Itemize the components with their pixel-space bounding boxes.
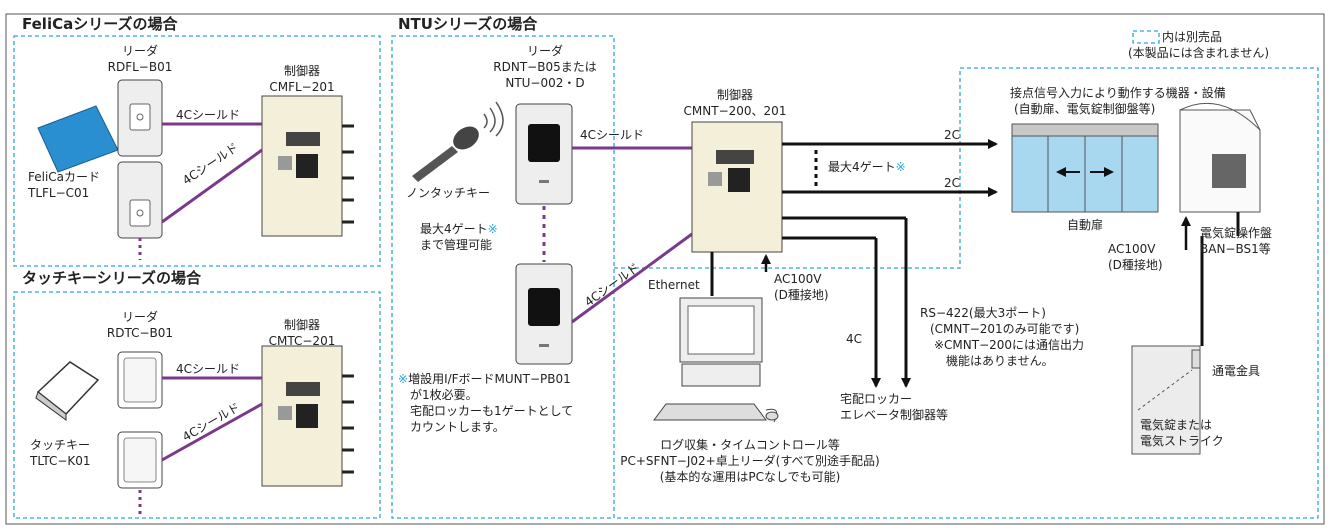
ntu-title: NTUシリーズの場合 [398,15,538,33]
ntu-note-line2: が1枚必要。 [410,388,478,402]
ntu-max-gate-mark: ※ [487,222,498,236]
ntu-note-text1: 増設用I/FボードMUNT−PB01 [408,372,571,386]
felica-cable2 [161,148,263,224]
touchkey-controller-label: 制御器 [283,318,320,332]
rs422-line4: 機能はありません。 [946,354,1054,368]
ntu-controller-label: 制御器 [716,88,753,102]
felica-card-label: FeliCaカード [28,170,101,184]
equipment-title1: 接点信号入力により動作する機器・設備 [1010,86,1226,100]
felica-controller-label: 制御器 [283,64,320,78]
touchkey-controller [261,345,354,487]
touchkey-title: タッチキーシリーズの場合 [22,269,201,287]
ntu-reader-label: リーダ [526,44,563,58]
pc-line1: ログ収集・タイムコントロール等 [660,438,840,452]
legend-text2: (本製品には含まれません) [1128,46,1270,60]
felica-reader-model: RDFL−B01 [107,60,173,74]
electric-lock-icon [1131,345,1201,455]
auto-door-label: 自動扉 [1066,218,1103,232]
felica-card-model: TLFL−C01 [28,186,90,200]
touchkey-key-model: TLTC−K01 [30,454,91,468]
ntu-note-line4: カウントします。 [410,420,505,434]
ntu-controller-model: CMNT−200、201 [683,104,787,118]
equipment-ac-power1: AC100V [1108,242,1156,256]
touchkey-group-box [13,291,381,519]
felica-reader1 [117,79,163,157]
cable-4c-label: 4C [846,332,863,346]
ntu-note-line1: ※増設用I/FボードMUNT−PB01 [398,372,571,386]
ntu-note-mark: ※ [398,372,409,386]
non-touch-key-icon [412,101,504,182]
felica-reader2 [117,161,163,239]
lock-label2: 電気ストライク [1140,434,1224,448]
touchkey-reader-label: リーダ [121,310,158,324]
ntu-cable1-label: 4Cシールド [580,128,645,142]
lock-panel-icon [1179,102,1261,213]
pc-line3: (基本的な運用はPCなしでも可能) [659,470,841,484]
ntu-reader2 [515,263,573,365]
touchkey-reader1 [117,351,163,409]
ntu-reader-model1: RDNT−B05または [493,60,597,74]
felica-card-icon [37,105,119,173]
ntu-reader1 [515,103,573,205]
max-gates-out-text: 最大4ゲート※ [828,160,906,174]
rs422-line1: RS−422(最大3ポート) [920,306,1046,320]
ntu-key-label: ノンタッチキー [406,186,491,200]
ethernet-label: Ethernet [648,278,700,292]
contact-label: 通電金具 [1212,364,1261,378]
ntu-ac-power1: AC100V [774,272,822,286]
touchkey-cable1-label: 4Cシールド [176,362,241,376]
ntu-controller [691,121,783,253]
pc-line2: PC+SFNT−J02+卓上リーダ(すべて別途手配品) [620,454,880,468]
ntu-ac-power2: (D種接地) [774,288,829,302]
touch-key-icon [35,361,100,421]
ntu-max-gate-text: 最大4ゲート※ [420,222,498,236]
ntu-group-box [391,35,615,519]
felica-controller-model: CMFL−201 [269,80,335,94]
max-gates-out-label: 最大4ゲート [828,160,896,174]
ntu-cable2 [571,232,693,324]
outer-frame [5,13,1325,525]
touchkey-controller-model: CMTC−201 [268,334,336,348]
legend-dashed-box [1132,30,1160,44]
lock-label1: 電気錠または [1140,418,1213,432]
ntu-max-gate-line2: まで管理可能 [420,238,493,252]
rs422-line3: ※CMNT−200には通信出力 [934,338,1085,352]
equipment-group-box [614,67,1319,519]
equipment-ac-power2: (D種接地) [1108,258,1163,272]
felica-controller [261,95,354,237]
ntu-reader-model2: NTU−002・D [505,76,585,90]
touchkey-reader2 [117,431,163,489]
felica-reader-label: リーダ [121,44,158,58]
output-2c-label-a: 2C [944,128,961,142]
ntu-max-gate-line1: 最大4ゲート [420,222,488,236]
pc-icon [653,297,779,423]
output-2c-label-b: 2C [944,176,961,190]
panel-label2: BAN−BS1等 [1200,242,1271,256]
ntu-note-line3: 宅配ロッカーも1ゲートとして [410,404,574,418]
equipment-title2: (自動扉、電気錠制御盤等) [1014,102,1156,116]
felica-cable1-label: 4Cシールド [176,108,241,122]
auto-door-icon [1011,123,1159,213]
touchkey-key-label: タッチキー [30,438,91,452]
rs422-line2: (CMNT−201のみ可能です) [930,322,1080,336]
touchkey-cable2 [161,402,263,462]
felica-title: FeliCaシリーズの場合 [22,15,178,33]
touchkey-reader-model: RDTC−B01 [106,326,174,340]
max-gates-out-mark: ※ [895,160,906,174]
locker-line2: エレベータ制御器等 [840,408,949,422]
panel-label1: 電気錠操作盤 [1200,226,1273,240]
legend-text1: 内は別売品 [1162,30,1223,44]
locker-line1: 宅配ロッカー [840,392,913,406]
felica-group-box [13,35,381,267]
